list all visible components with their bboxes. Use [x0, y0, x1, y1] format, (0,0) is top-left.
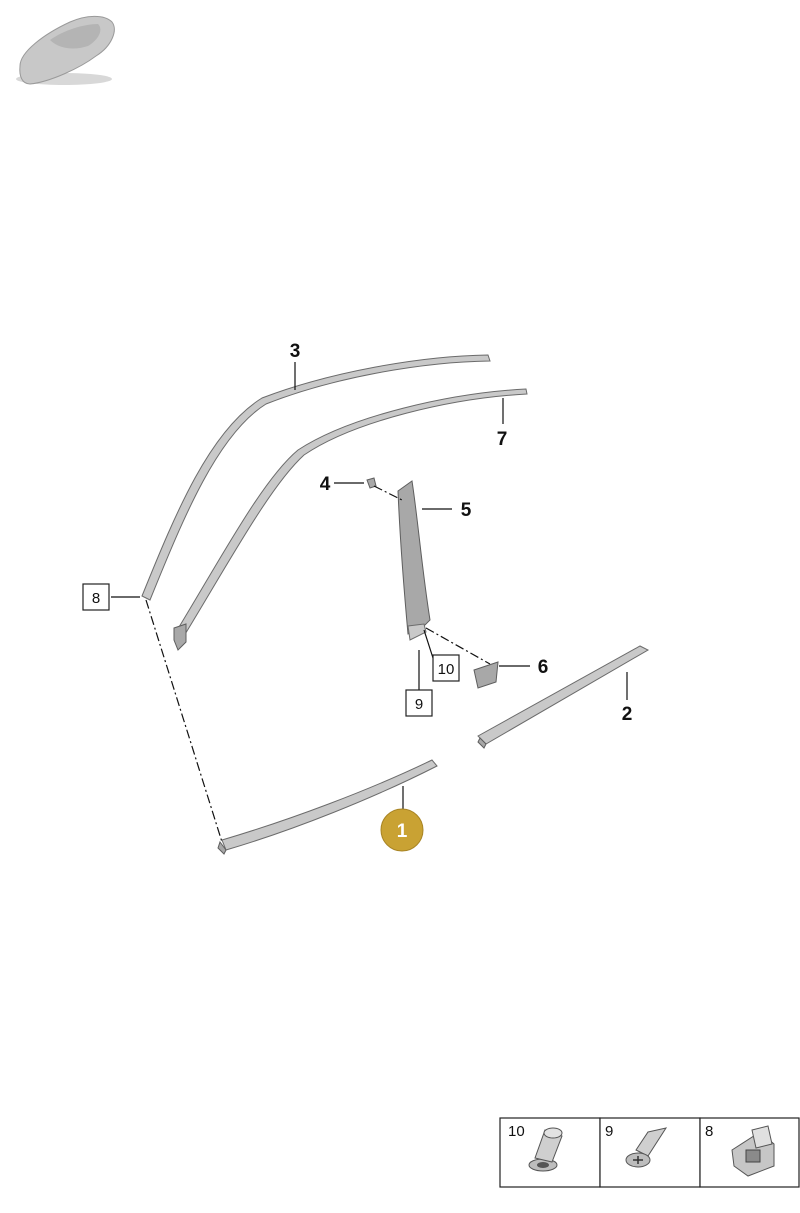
part-1-front-beltline-trim	[217, 759, 438, 855]
callout-7[interactable]: 7	[497, 429, 508, 450]
legend-label-9: 9	[605, 1123, 613, 1140]
clip-icon	[731, 1125, 775, 1177]
fastener-legend: 10 9 8	[499, 1117, 800, 1188]
boxed-callout-9-label: 9	[415, 696, 423, 713]
part-5-pillar-trim	[397, 480, 431, 641]
boxed-callout-10[interactable]: 10	[432, 654, 460, 682]
callout-6[interactable]: 6	[538, 657, 549, 678]
boxed-callout-8-label: 8	[92, 590, 100, 607]
highlighted-callout-1[interactable]: 1	[380, 808, 424, 852]
boxed-callout-8[interactable]: 8	[82, 583, 110, 611]
screw-icon	[625, 1127, 668, 1168]
legend-label-10: 10	[508, 1123, 525, 1140]
callout-5[interactable]: 5	[461, 500, 472, 521]
legend-label-8: 8	[705, 1123, 713, 1140]
part-4-clip	[366, 477, 377, 489]
rivet-nut-icon	[528, 1127, 563, 1172]
boxed-callout-10-label: 10	[438, 661, 455, 678]
callout-3[interactable]: 3	[290, 341, 301, 362]
part-2-rear-beltline-trim	[477, 645, 650, 749]
part-6-cover	[473, 661, 499, 689]
part-7-roof-seal-inner	[173, 388, 528, 651]
car-thumbnail-icon	[16, 15, 115, 85]
callout-1: 1	[397, 821, 408, 842]
leader-lines	[111, 362, 628, 810]
boxed-callout-9[interactable]: 9	[405, 689, 433, 717]
assembly-lines	[145, 485, 491, 843]
callout-4[interactable]: 4	[320, 474, 331, 495]
part-3-roof-trim-outer	[141, 354, 491, 601]
callout-2[interactable]: 2	[622, 704, 633, 725]
